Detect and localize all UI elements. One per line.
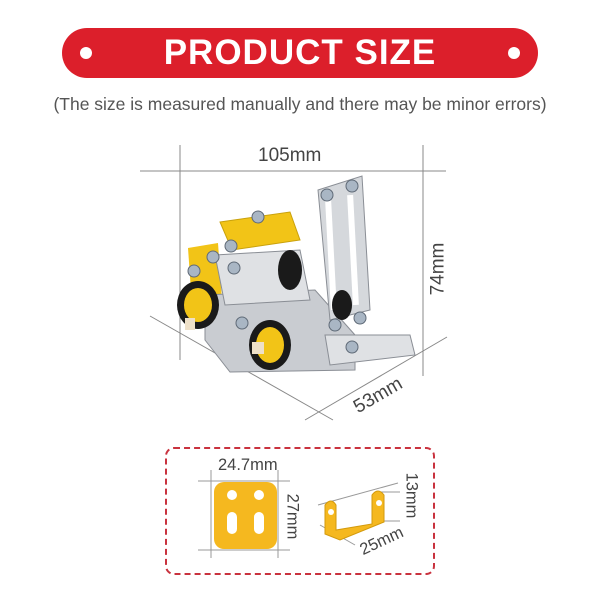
square-plate-part: [214, 482, 277, 549]
banner-title: PRODUCT SIZE: [163, 33, 437, 72]
length-dimension-label: 105mm: [258, 145, 322, 166]
banner-dot-left: [80, 47, 92, 59]
forklift-toy-image: [177, 175, 416, 373]
wheel: [249, 320, 291, 370]
measurement-disclaimer: (The size is measured manually and there…: [53, 94, 547, 114]
banner-dot-right: [508, 47, 520, 59]
dimension-lines: [140, 145, 448, 421]
height-dimension-label: 74mm: [427, 242, 449, 296]
u-bracket-part: [324, 490, 385, 541]
bracket-height-label: 13mm: [402, 472, 421, 519]
wheel: [177, 281, 219, 330]
plate-height-label: 27mm: [283, 493, 302, 540]
product-size-banner: PRODUCT SIZE: [62, 28, 538, 78]
parts-detail-box: [165, 447, 435, 575]
plate-width-label: 24.7mm: [218, 456, 278, 474]
